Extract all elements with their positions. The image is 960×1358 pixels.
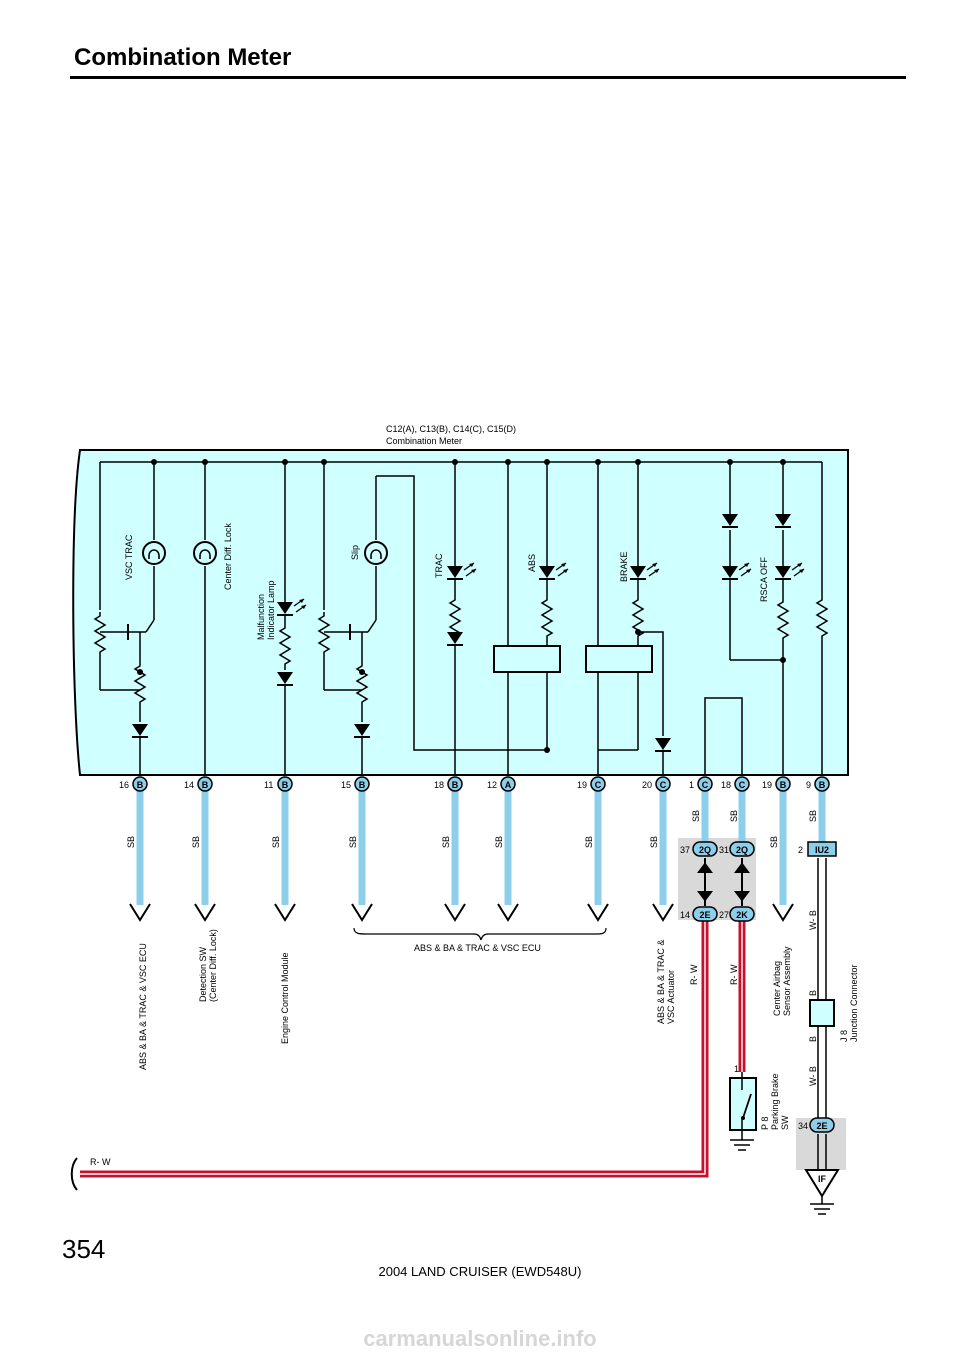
junction-conn: 2E: [699, 910, 710, 920]
page-number: 354: [62, 1234, 106, 1264]
dest-actuator-2: VSC Actuator: [666, 970, 676, 1024]
dest-pb-3: SW: [780, 1115, 790, 1130]
junction-pin: 14: [680, 910, 690, 920]
watermark: carmanualsonline.info: [363, 1326, 597, 1351]
dest-abs-ecu-group: ABS & BA & TRAC & VSC ECU: [414, 943, 541, 953]
label-trac: TRAC: [434, 553, 444, 578]
pin-num: 19: [762, 780, 772, 790]
dest-pb-1: P 8: [760, 1117, 770, 1130]
wire-label-rw-bottom: R- W: [90, 1157, 111, 1167]
page-title: Combination Meter: [74, 44, 292, 71]
pin-conn: B: [780, 780, 787, 790]
pin-conn: B: [202, 780, 209, 790]
ground-label: IF: [818, 1174, 827, 1184]
label-vsc-trac: VSC TRAC: [124, 534, 134, 580]
meter-connectors: C12(A), C13(B), C14(C), C15(D): [386, 424, 516, 434]
junction-conn: 2Q: [699, 845, 711, 855]
junction-pin: 34: [798, 1121, 808, 1131]
title-rule: [70, 76, 906, 79]
wire-label-wb: W- B: [808, 1066, 818, 1086]
wire-label-sb: SB: [649, 836, 659, 848]
pin-num: 9: [806, 780, 811, 790]
dest-actuator-1: ABS & BA & TRAC &: [656, 940, 666, 1024]
label-abs: ABS: [527, 554, 537, 572]
wire-label-wb: W- B: [808, 910, 818, 930]
dest-airbag-1: Center Airbag: [772, 961, 782, 1016]
wire-label-sb: SB: [348, 836, 358, 848]
dest-abs-ecu: ABS & BA & TRAC & VSC ECU: [138, 943, 148, 1070]
label-brake: BRAKE: [619, 551, 629, 582]
junction-pin: 37: [680, 845, 690, 855]
meter-name: Combination Meter: [386, 436, 462, 446]
dest-detection-2: (Center Diff. Lock): [208, 929, 218, 1002]
wire-label-sb: SB: [769, 836, 779, 848]
junction-pin: 31: [719, 845, 729, 855]
dest-pb-2: Parking Brake: [770, 1073, 780, 1130]
label-malfunction-2: Indicator Lamp: [266, 580, 276, 640]
dest-jc-2: Junction Connector: [849, 964, 859, 1042]
junction-conn: 2K: [736, 910, 748, 920]
pin-num: 1: [689, 780, 694, 790]
pin-conn: A: [505, 780, 512, 790]
pin-conn: C: [595, 780, 602, 790]
junction-conn: 2Q: [736, 845, 748, 855]
pin-num: 15: [341, 780, 351, 790]
pin-num: 18: [434, 780, 444, 790]
pin-conn: B: [282, 780, 289, 790]
meter-body: [72, 449, 849, 776]
pin-conn: C: [660, 780, 667, 790]
wire-label-rw: R- W: [729, 964, 739, 985]
label-slip: Slip: [350, 545, 360, 560]
pin-num: 11: [264, 780, 273, 790]
junction-pin: 2: [798, 845, 803, 855]
wire-label-sb: SB: [584, 836, 594, 848]
switch-pin: 1: [734, 1064, 739, 1074]
wire-label-sb: SB: [191, 836, 201, 848]
wire-label-sb: SB: [441, 836, 451, 848]
wire-label-sb: SB: [808, 810, 818, 822]
wire-label-sb: SB: [729, 810, 739, 822]
pin-conn: B: [819, 780, 826, 790]
pin-num: 14: [184, 780, 194, 790]
wire-label-sb: SB: [126, 836, 136, 848]
pin-num: 19: [577, 780, 587, 790]
wire-label-rw: R- W: [689, 964, 699, 985]
wire-label-b: B: [808, 990, 818, 996]
junction-conn: 2E: [816, 1121, 827, 1131]
pin-num: 12: [487, 780, 497, 790]
junction-conn: IU2: [815, 845, 829, 855]
pin-num: 18: [721, 780, 731, 790]
pin-conn: C: [739, 780, 746, 790]
wire-label-b: B: [808, 1036, 818, 1042]
pin-conn: C: [702, 780, 709, 790]
wire-label-sb: SB: [691, 810, 701, 822]
pin-conn: B: [359, 780, 366, 790]
dest-detection-1: Detection SW: [198, 946, 208, 1002]
dest-airbag-2: Sensor Assembly: [782, 946, 792, 1016]
dest-ecm: Engine Control Module: [280, 952, 290, 1044]
wire-label-sb: SB: [271, 836, 281, 848]
pin-num: 20: [642, 780, 652, 790]
pin-conn: B: [452, 780, 459, 790]
label-center-diff: Center Diff. Lock: [223, 523, 233, 590]
dest-jc-1: J 8: [839, 1030, 849, 1042]
label-rsca-off: RSCA OFF: [759, 556, 769, 602]
footer-model: 2004 LAND CRUISER (EWD548U): [378, 1264, 582, 1279]
junction-pin: 27: [719, 910, 729, 920]
wire-label-sb: SB: [494, 836, 504, 848]
pin-num: 16: [119, 780, 129, 790]
pin-conn: B: [137, 780, 144, 790]
label-malfunction-1: Malfunction: [256, 594, 266, 640]
